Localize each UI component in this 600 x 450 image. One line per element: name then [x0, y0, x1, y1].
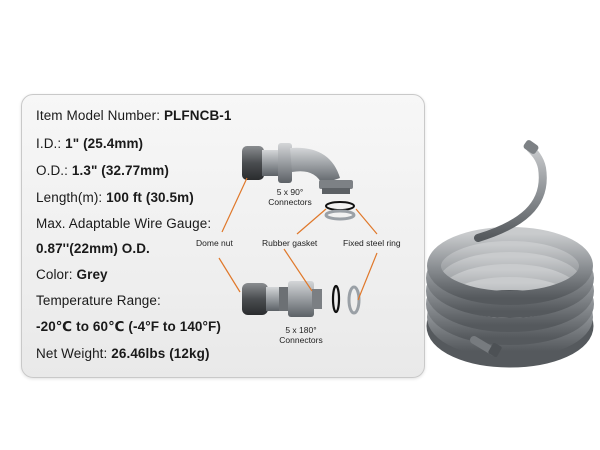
spec-outer-diameter: O.D.: 1.3" (32.77mm) — [36, 163, 169, 178]
spec-weight: Net Weight: 26.46lbs (12kg) — [36, 346, 210, 361]
spec-gauge-label: Max. Adaptable Wire Gauge: — [36, 216, 212, 231]
spec-weight-value: 26.46lbs (12kg) — [111, 346, 210, 361]
connectors-180-count: 5 x 180° — [285, 325, 317, 335]
spec-model: Item Model Number: PLFNCB-1 — [36, 108, 232, 123]
spec-card — [21, 94, 425, 378]
spec-gauge-value-line: 0.87''(22mm) O.D. — [36, 241, 150, 256]
spec-id-label: I.D.: — [36, 136, 62, 151]
spec-od-label: O.D.: — [36, 163, 69, 178]
spec-length-label: Length(m): — [36, 190, 103, 205]
connectors-180-label: 5 x 180° Connectors — [268, 325, 334, 345]
leader-lines — [218, 177, 378, 301]
gasket-ring-icon — [324, 201, 356, 221]
spec-inner-diameter: I.D.: 1" (25.4mm) — [36, 136, 143, 151]
spec-model-value: PLFNCB-1 — [163, 108, 232, 123]
spec-id-value: 1" (25.4mm) — [65, 136, 144, 151]
connectors-90-text: Connectors — [268, 197, 312, 207]
connectors-180-text: Connectors — [279, 335, 323, 345]
spec-color: Color: Grey — [36, 267, 108, 282]
spec-gauge: Max. Adaptable Wire Gauge: — [36, 216, 211, 231]
spec-gauge-value: 0.87''(22mm) O.D. — [36, 241, 150, 256]
spec-temp-label: Temperature Range: — [36, 293, 161, 308]
spec-temp-value: -20℃ to 60℃ (-4°F to 140°F) — [36, 319, 221, 334]
dome-nut-label: Dome nut — [196, 238, 233, 248]
spec-color-label: Color: — [36, 267, 73, 282]
straight-connector-icon — [242, 281, 361, 317]
spec-model-label: Item Model Number: — [36, 108, 161, 123]
elbow-connector-icon — [242, 143, 353, 194]
connectors-90-count: 5 x 90° — [276, 187, 304, 197]
spec-temperature-value-line: -20℃ to 60℃ (-4°F to 140°F) — [36, 319, 221, 335]
fixed-steel-ring-label: Fixed steel ring — [343, 238, 401, 248]
conduit-coil-icon — [426, 140, 594, 368]
spec-color-value: Grey — [76, 267, 108, 282]
spec-length: Length(m): 100 ft (30.5m) — [36, 190, 194, 205]
spec-temperature: Temperature Range: — [36, 293, 161, 308]
connectors-90-label: 5 x 90° Connectors — [258, 187, 322, 207]
rubber-gasket-label: Rubber gasket — [262, 238, 318, 248]
spec-length-value: 100 ft (30.5m) — [106, 190, 194, 205]
spec-weight-label: Net Weight: — [36, 346, 108, 361]
spec-od-value: 1.3" (32.77mm) — [71, 163, 169, 178]
